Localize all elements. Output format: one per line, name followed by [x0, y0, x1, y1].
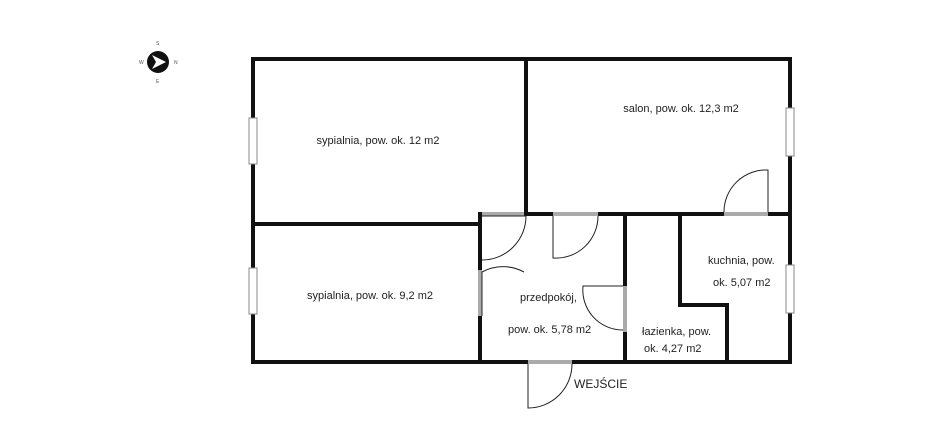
room-label-kitchen-line1: kuchnia, pow.: [708, 255, 775, 267]
entrance-label: WEJŚCIE: [574, 376, 627, 391]
door-swings: [481, 169, 769, 409]
window-left-lower: [248, 267, 258, 315]
room-label-bedroom-large: sypialnia, pow. ok. 12 m2: [317, 135, 440, 147]
compass-icon: N S W E: [139, 41, 178, 85]
windows: [248, 107, 795, 315]
window-right-upper: [785, 107, 795, 157]
room-label-bathroom-line1: łazienka, pow.: [642, 326, 711, 338]
compass-east: E: [156, 79, 160, 85]
room-label-kitchen-line2: ok. 5,07 m2: [713, 277, 770, 289]
room-label-hallway-line1: przedpokój,: [520, 292, 577, 304]
room-label-bathroom-line2: ok. 4,27 m2: [644, 343, 701, 355]
compass-south: S: [156, 41, 160, 47]
compass-west: W: [139, 60, 144, 66]
room-label-living-room: salon, pow. ok. 12,3 m2: [623, 103, 739, 115]
compass-north: N: [174, 60, 178, 66]
outer-wall: [251, 57, 792, 364]
room-label-bedroom-small: sypialnia, pow. ok. 9,2 m2: [307, 290, 433, 302]
room-label-hallway-line2: pow. ok. 5,78 m2: [508, 324, 591, 336]
door-openings: [478, 212, 768, 364]
window-left-upper: [248, 117, 258, 165]
window-right-lower: [785, 264, 795, 314]
